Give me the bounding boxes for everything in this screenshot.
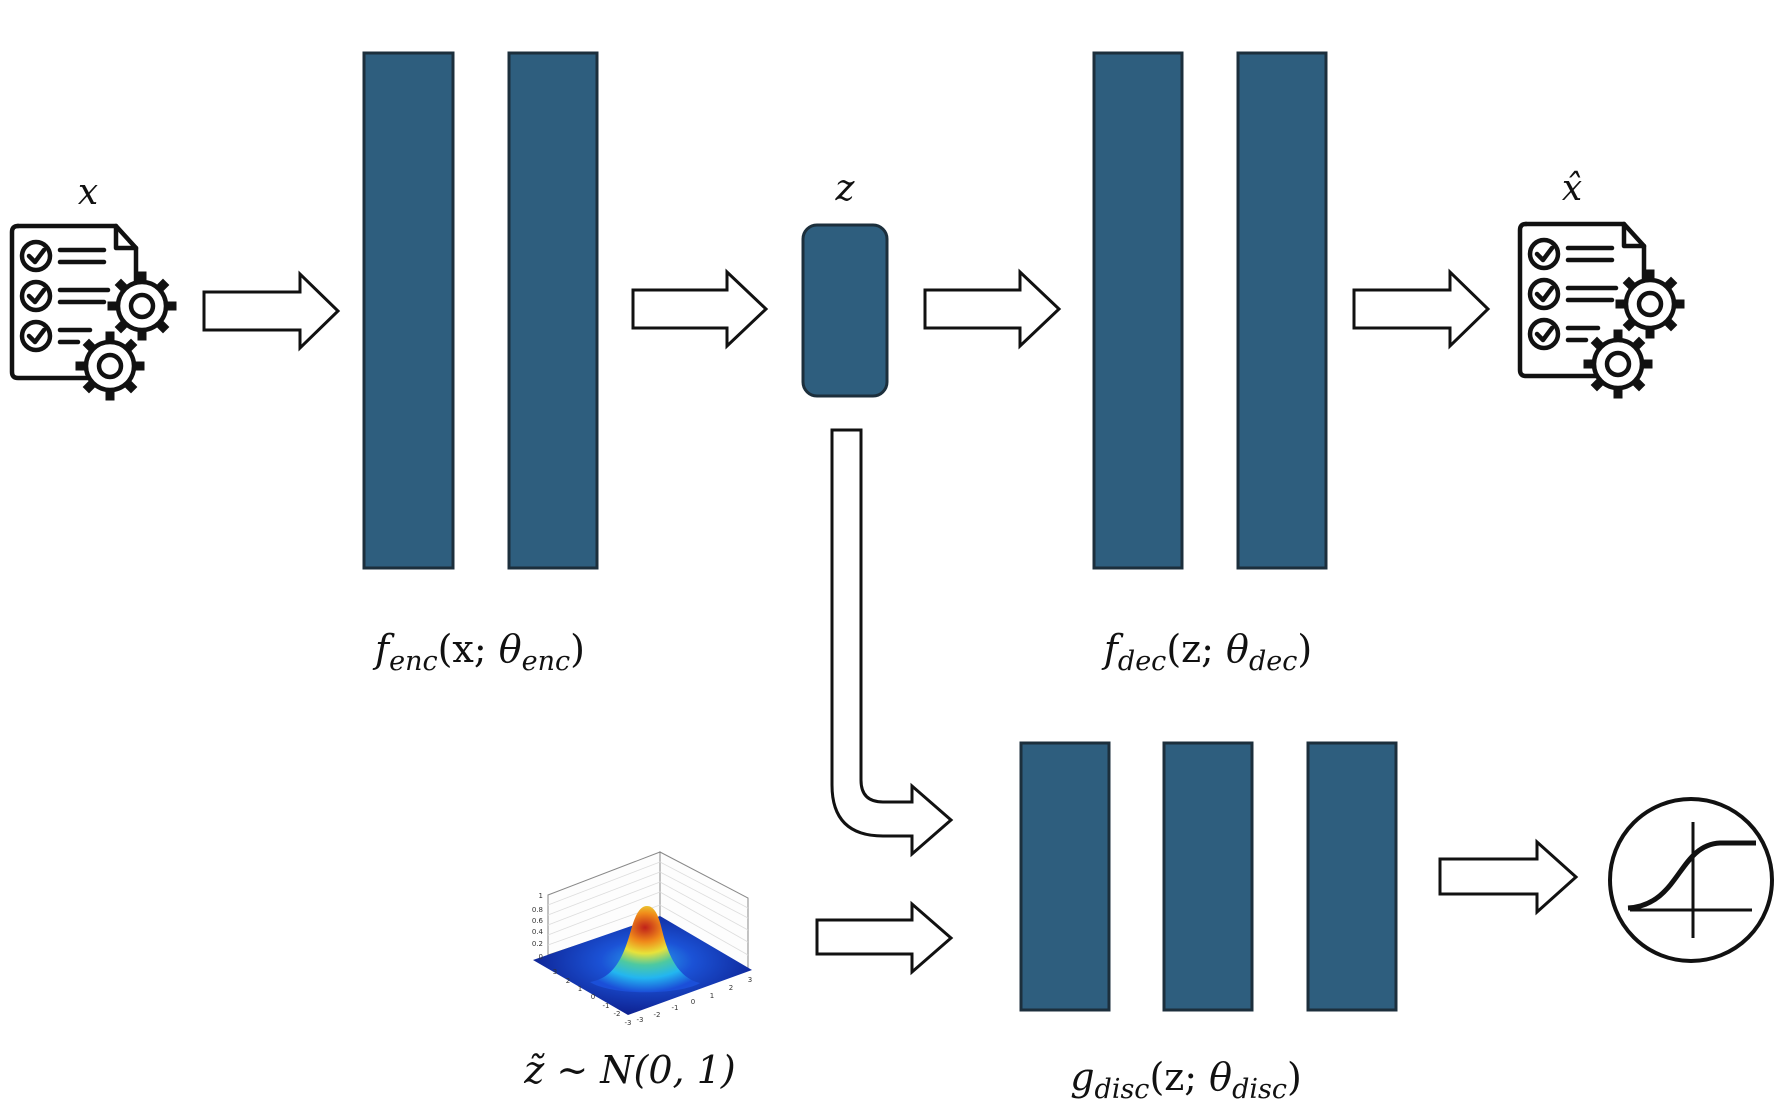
svg-text:3: 3 (748, 976, 752, 984)
gear-icon (75, 331, 145, 401)
encoder (362, 51, 599, 570)
svg-text:-1: -1 (672, 1004, 679, 1012)
discriminator-layer-1 (1019, 741, 1111, 1012)
arrow-latent-to-discriminator (830, 428, 954, 858)
svg-text:0: 0 (691, 998, 695, 1006)
input-document-icon (9, 223, 177, 401)
gear-icon (107, 271, 177, 341)
output-label: x̂ (1562, 168, 1582, 209)
gaussian-surface-plot: 1 0.8 0.6 0.4 0.2 0 3 2 1 0 -1 -2 -3 -3 … (532, 851, 752, 1027)
gear-icon (1583, 329, 1653, 399)
encoder-layer-1 (362, 51, 455, 570)
gear-icon (1615, 269, 1685, 339)
latent-label: z (835, 168, 856, 209)
svg-text:-2: -2 (654, 1011, 661, 1019)
decoder-layer-2 (1236, 51, 1328, 570)
svg-text:-1: -1 (603, 1002, 610, 1010)
arrow-discriminator-to-sigmoid (1438, 838, 1579, 916)
svg-text:1: 1 (710, 992, 714, 1000)
output-document-icon (1517, 221, 1685, 399)
input-label: x (78, 172, 98, 213)
svg-text:0: 0 (591, 993, 595, 1001)
svg-text:1: 1 (578, 985, 582, 993)
svg-text:0.8: 0.8 (532, 906, 543, 914)
discriminator-layer-2 (1162, 741, 1254, 1012)
arrow-encoder-to-latent (631, 268, 769, 350)
svg-text:0: 0 (539, 953, 543, 961)
svg-text:0.4: 0.4 (532, 928, 544, 936)
discriminator-layer-3 (1306, 741, 1398, 1012)
svg-text:0.2: 0.2 (532, 940, 543, 948)
decoder-label: fdec(z; θdec) (1101, 627, 1312, 677)
arrow-prior-to-discriminator (815, 900, 954, 976)
latent-code-z (801, 223, 889, 398)
svg-text:0.6: 0.6 (532, 917, 544, 925)
encoder-label: fenc(x; θenc) (372, 627, 585, 677)
svg-text:-3: -3 (625, 1019, 632, 1027)
svg-text:2: 2 (566, 977, 570, 985)
decoder-layer-1 (1092, 51, 1184, 570)
svg-text:-3: -3 (637, 1016, 644, 1024)
encoder-layer-2 (507, 51, 599, 570)
arrow-input-to-encoder (202, 270, 341, 352)
discriminator-label: gdisc(z; θdisc) (1070, 1055, 1302, 1105)
decoder (1092, 51, 1328, 570)
arrow-decoder-to-output (1352, 268, 1491, 350)
sigmoid-icon (1608, 797, 1774, 963)
svg-text:1: 1 (539, 892, 543, 900)
arrow-latent-to-decoder (923, 268, 1062, 350)
svg-text:-2: -2 (614, 1010, 621, 1018)
svg-text:2: 2 (729, 984, 733, 992)
discriminator (1019, 741, 1398, 1012)
prior-label: z̃ ∼ N(0, 1) (523, 1048, 735, 1092)
svg-text:3: 3 (553, 968, 557, 976)
